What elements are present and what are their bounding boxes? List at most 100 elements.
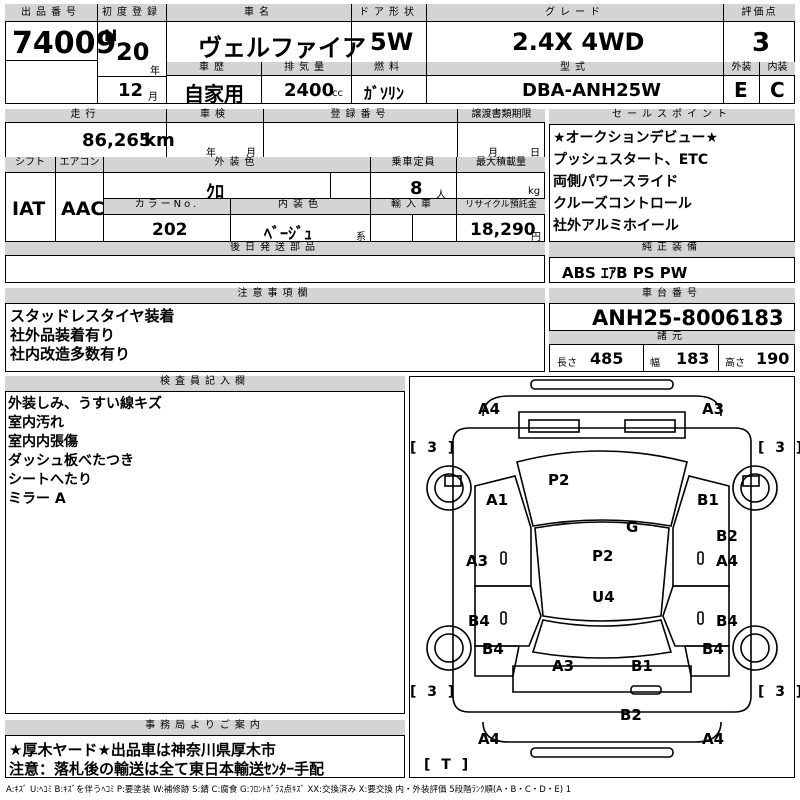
car-outline-svg xyxy=(426,379,778,758)
displacement-label: 排気量 xyxy=(262,62,351,76)
damage-mark: P2 xyxy=(592,547,614,565)
int-color: ﾍﾞｰｼﾞｭ xyxy=(264,224,313,243)
chassis-number: ANH25-8006183 xyxy=(592,306,784,330)
damage-mark: A4 xyxy=(478,400,501,418)
sales-points-list: ★オークションデビュー★ プッシュスタート、ETC 両側パワースライド クルーズ… xyxy=(553,129,718,236)
inspector-item: 室内汚れ xyxy=(8,415,64,431)
ac: AAC xyxy=(61,198,105,220)
length: 485 xyxy=(590,349,624,368)
fuel: ｶﾞｿﾘﾝ xyxy=(364,84,405,103)
exterior-label: 外装 xyxy=(724,62,759,76)
inspection-year-unit: 年 xyxy=(206,148,216,159)
score-label: 評価点 xyxy=(724,4,795,22)
note-item: 社内改造多数有り xyxy=(10,345,131,363)
month-unit: 月 xyxy=(148,92,158,103)
model-label: 型式 xyxy=(427,62,723,76)
mileage-label: 走行 xyxy=(5,109,166,123)
height-label: 高さ xyxy=(725,358,745,369)
tire-tread-rr: [ 3 ] xyxy=(758,684,800,700)
height: 190 xyxy=(756,349,790,368)
exterior-score: E xyxy=(734,78,748,102)
capacity-unit: 人 xyxy=(436,190,446,201)
damage-mark: B4 xyxy=(716,612,738,630)
lot-no: 74009 xyxy=(12,26,117,61)
damage-mark: A3 xyxy=(552,657,575,675)
width-label: 幅 xyxy=(650,358,660,369)
grade: 2.4X 4WD xyxy=(512,28,645,56)
damage-mark: B4 xyxy=(468,612,490,630)
color-no-label: カラーNo. xyxy=(104,199,230,215)
tire-tread-fr: [ 3 ] xyxy=(758,440,800,456)
inspector-item: ミラー A xyxy=(8,491,66,507)
first-reg-year: 20 xyxy=(116,38,150,66)
width: 183 xyxy=(676,349,710,368)
int-color-label: 内装色 xyxy=(231,199,370,215)
era: H xyxy=(104,26,118,45)
year-unit: 年 xyxy=(150,66,160,77)
damage-mark: B1 xyxy=(631,657,653,675)
history-label: 車歴 xyxy=(167,62,261,76)
capacity: 8 xyxy=(410,178,423,199)
fuel-label: 燃料 xyxy=(352,62,426,76)
sales-point-item: 両側パワースライド xyxy=(553,174,679,190)
damage-mark: A4 xyxy=(716,552,739,570)
first-reg-month: 12 xyxy=(118,80,144,101)
note-item: 社外品装着有り xyxy=(10,326,116,344)
note-item: スタッドレスタイヤ装着 xyxy=(10,307,175,325)
inspector-label: 検査員記入欄 xyxy=(5,376,405,392)
damage-mark: B2 xyxy=(620,706,642,724)
damage-mark: A3 xyxy=(466,552,489,570)
tire-tread-spare: [ T ] xyxy=(424,757,472,773)
displacement: 2400 xyxy=(284,80,335,101)
mileage: 86,265 xyxy=(82,130,152,151)
recycle: 18,290 xyxy=(470,220,536,240)
sales-point-item: プッシュスタート、ETC xyxy=(553,152,709,168)
damage-mark: B2 xyxy=(716,527,738,545)
damage-mark: B4 xyxy=(482,640,504,658)
office-line-1: ★厚木ヤード★出品車は神奈川県厚木市 xyxy=(9,741,276,759)
grade-label: グレード xyxy=(427,4,723,22)
score: 3 xyxy=(752,28,771,58)
shift: IAT xyxy=(12,198,46,220)
later-parts-label: 後日発送部品 xyxy=(5,242,545,256)
damage-mark: P2 xyxy=(548,471,570,489)
import-label: 輸入車 xyxy=(371,199,456,215)
car-name-label: 車名 xyxy=(167,4,351,22)
lot-no-label: 出品番号 xyxy=(5,4,97,22)
sales-points-label: セールスポイント xyxy=(549,109,795,125)
capacity-label: 乗車定員 xyxy=(371,157,456,173)
ext-color: ｸﾛ xyxy=(206,182,224,203)
interior-label: 内装 xyxy=(760,62,795,76)
shift-label: シフト xyxy=(5,157,55,173)
reg-no-label: 登録番号 xyxy=(264,109,457,123)
max-load-label: 最大積載量 xyxy=(457,157,545,173)
damage-diagram xyxy=(409,376,795,778)
damage-mark: B4 xyxy=(702,640,724,658)
transfer-day-unit: 日 xyxy=(530,148,540,159)
equipment: ABS ｴｱB PS PW xyxy=(562,264,688,282)
equipment-label: 純正装備 xyxy=(549,242,795,258)
damage-mark: A4 xyxy=(478,730,501,748)
notes-label: 注意事項欄 xyxy=(5,288,545,304)
ac-label: エアコン xyxy=(56,157,103,173)
length-label: 長さ xyxy=(557,358,577,369)
history: 自家用 xyxy=(184,82,244,106)
recycle-label: リサイクル預託金 xyxy=(457,199,545,215)
sales-point-item: クルーズコントロール xyxy=(553,196,692,212)
inspector-item: シートへたり xyxy=(8,472,92,488)
recycle-unit: 円 xyxy=(531,232,541,243)
chassis-label: 車台番号 xyxy=(549,288,795,304)
damage-mark: A1 xyxy=(486,491,509,509)
mileage-unit: km xyxy=(144,130,175,151)
dims-label: 諸元 xyxy=(549,331,795,345)
transfer-label: 譲渡書類期限 xyxy=(458,109,545,123)
model: DBA-ANH25W xyxy=(522,80,662,101)
max-load-unit: kg xyxy=(528,186,541,197)
first-reg-label: 初度登録 xyxy=(98,4,166,22)
transfer-month-unit: 月 xyxy=(488,148,498,159)
inspection-label: 車検 xyxy=(167,109,263,123)
tire-tread-rl: [ 3 ] xyxy=(410,684,458,700)
tire-tread-fl: [ 3 ] xyxy=(410,440,458,456)
displacement-unit: cc xyxy=(332,88,343,99)
notes-list: スタッドレスタイヤ装着 社外品装着有り 社内改造多数有り xyxy=(10,307,175,364)
